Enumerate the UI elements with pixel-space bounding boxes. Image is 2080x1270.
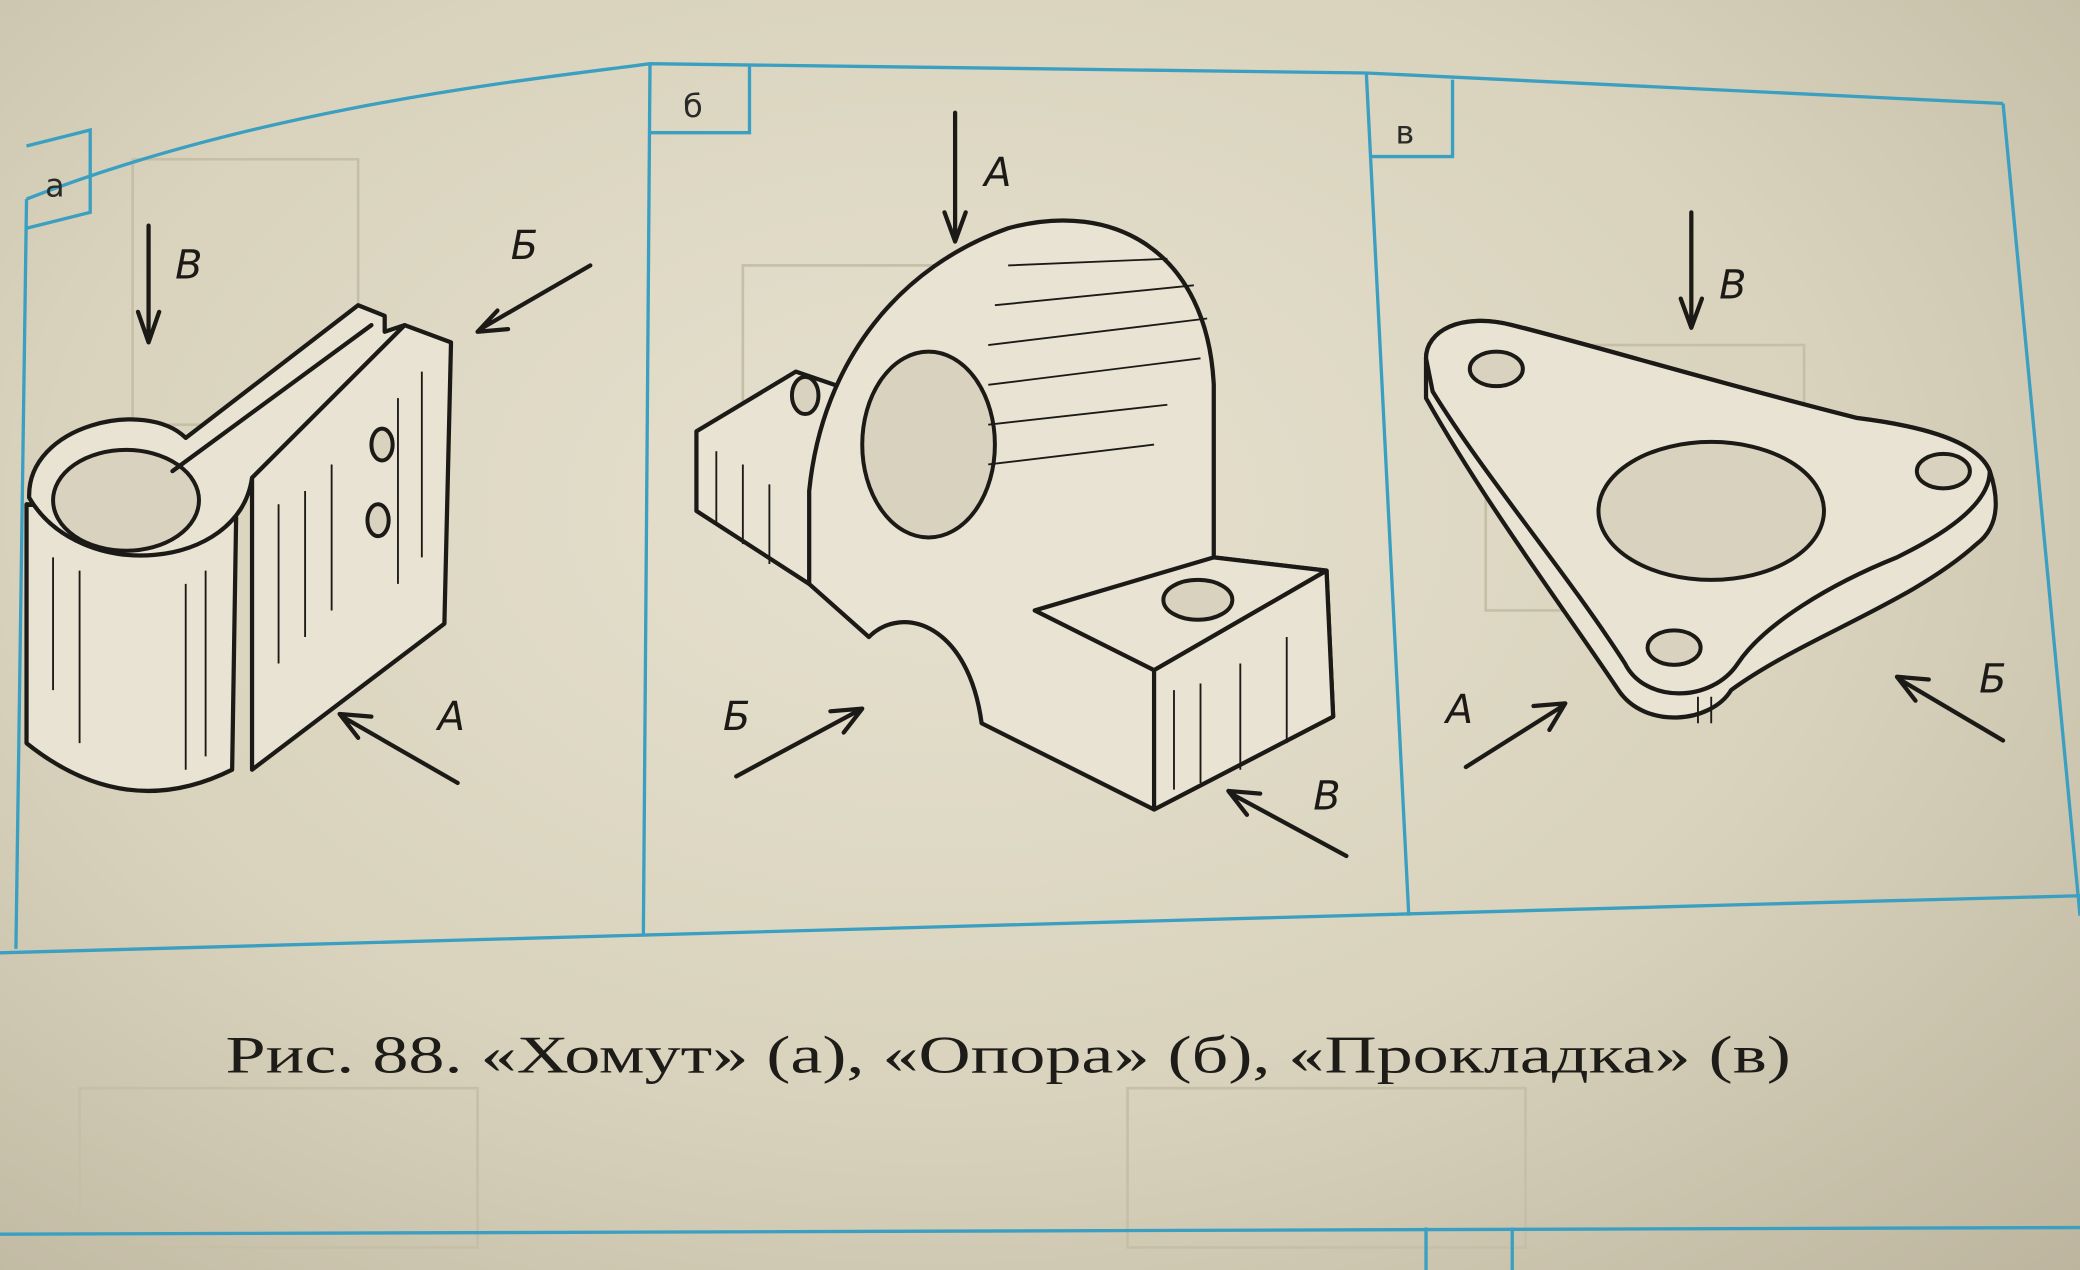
view-arrows-c (1463, 210, 2006, 770)
drawing-prokladka (1423, 318, 1998, 724)
panel-label-b: б (683, 87, 703, 125)
panel-label-c: в (1396, 113, 1415, 151)
figure-frame (0, 62, 2080, 1270)
arrow-label-left-c: А (1443, 687, 1473, 733)
panel-label-a: а (45, 166, 65, 204)
view-arrows-a (135, 223, 593, 786)
arrow-label-right-a: Б (511, 223, 538, 269)
view-arrows-b (734, 110, 1349, 859)
arrow-label-top-b: А (981, 150, 1011, 196)
arrow-label-top-a: В (175, 243, 202, 289)
drawing-opora (694, 218, 1336, 812)
arrow-label-right-c: Б (1979, 657, 2006, 703)
arrow-label-left-b: Б (723, 694, 750, 740)
arrow-label-front-a: А (435, 694, 465, 740)
arrow-label-top-c: В (1719, 263, 1746, 309)
drawing-khomut (24, 303, 454, 793)
arrow-label-right-b: В (1313, 774, 1340, 820)
figure-caption: Рис. 88. «Хомут» (а), «Опора» (б), «Прок… (226, 1026, 1791, 1084)
